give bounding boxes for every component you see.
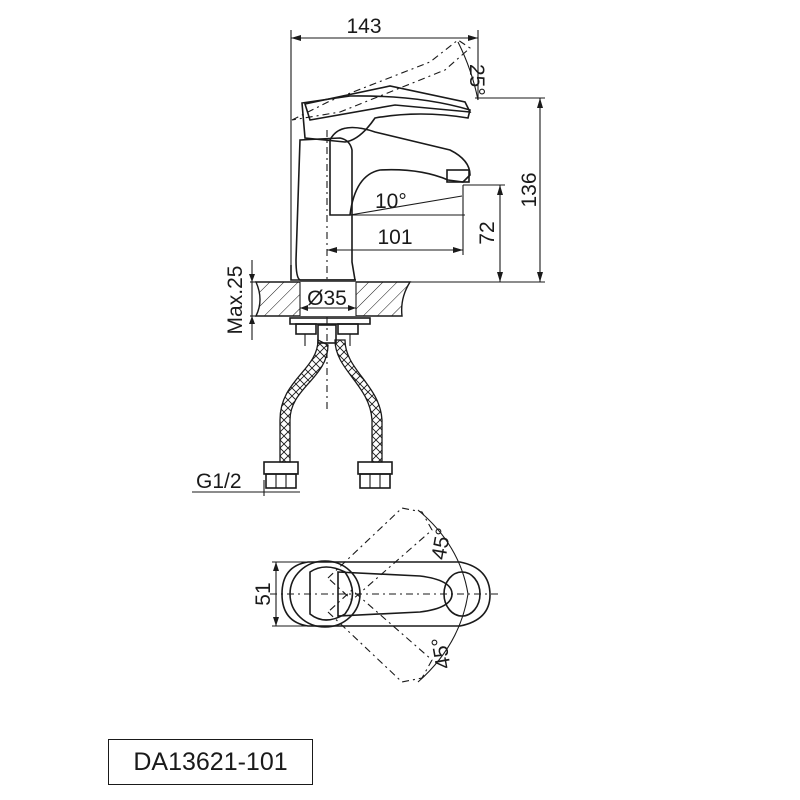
dim-connection: G1/2	[196, 470, 242, 493]
model-number: DA13621-101	[133, 747, 288, 776]
flex-hoses	[263, 338, 393, 489]
faucet-top-view	[270, 507, 500, 683]
dim-spout-reach: 101	[377, 226, 412, 249]
dim-top-width: 51	[252, 582, 275, 605]
dim-rotation-lower: 45°	[428, 635, 456, 670]
mounting-assembly	[289, 317, 371, 346]
dim-rotation-upper: 45°	[428, 526, 456, 561]
dim-spout-height: 72	[476, 221, 499, 244]
faucet-side-view	[290, 39, 472, 281]
dim-hole-diameter: Ø35	[307, 287, 347, 310]
countertop-section	[254, 281, 412, 317]
dim-spout-angle: 10°	[375, 190, 407, 213]
dim-height-total: 136	[518, 172, 541, 207]
model-number-box: DA13621-101	[108, 739, 313, 785]
dim-handle-tilt: 25°	[465, 64, 488, 96]
dim-max-thickness: Max.25	[224, 266, 247, 335]
dim-width-total: 143	[346, 15, 381, 38]
dimension-lines	[192, 30, 545, 496]
